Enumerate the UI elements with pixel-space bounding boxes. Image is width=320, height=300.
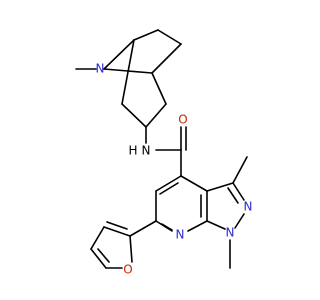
atom-label-bridge-n: N	[96, 62, 105, 76]
bond-c3-n2	[232, 182, 245, 201]
atom-label-pyrazole-n2: N	[244, 200, 253, 214]
bond-c4-c5	[151, 72, 167, 105]
bond-c1-c7	[133, 29, 159, 41]
bond-furan-c2-c3-inner	[106, 221, 128, 230]
bond-c4-c5-ring	[155, 175, 182, 192]
bond-c3-methyl	[232, 156, 248, 184]
bond-n8-c1	[103, 39, 135, 70]
bond-furan-c4-c5	[90, 248, 107, 269]
bond-c6-n7-inner	[161, 223, 173, 231]
bond-c3a-c4	[180, 175, 208, 192]
bond-furan-o-c2	[129, 235, 133, 263]
bond-c7-c6	[157, 29, 182, 45]
bond-c6-furan	[129, 220, 157, 237]
atom-label-pyridine-n: N	[176, 228, 185, 242]
bond-furan-c2-c3	[103, 226, 131, 237]
bond-n1-c7a	[206, 220, 226, 230]
atom-label-amide-h: H	[128, 144, 137, 158]
bond-c3-c4	[145, 103, 167, 128]
bond-c6-c5	[151, 43, 182, 74]
bond-furan-c4-c5-inner	[97, 248, 110, 263]
bond-c4-c5-ring-inner	[159, 182, 179, 195]
bond-c3a-c3	[206, 182, 234, 192]
bond-c1-c2	[121, 39, 135, 105]
bond-furan-c3-c4	[90, 226, 105, 250]
atom-label-amide-n: N	[142, 144, 151, 158]
bond-c3-n2-inner	[227, 187, 239, 204]
atom-label-carbonyl-o: O	[178, 113, 187, 127]
atom-label-pyrazole-n1: N	[226, 226, 235, 240]
atom-label-furan-o: O	[123, 263, 132, 277]
molecule-structure: N N H O N N N O	[75, 29, 253, 277]
bond-n2-n1	[234, 213, 245, 229]
bond-c2-c3	[121, 103, 147, 128]
structure-canvas: N N H O N N N O	[75, 29, 253, 277]
bond-n7-c7a	[187, 220, 208, 232]
